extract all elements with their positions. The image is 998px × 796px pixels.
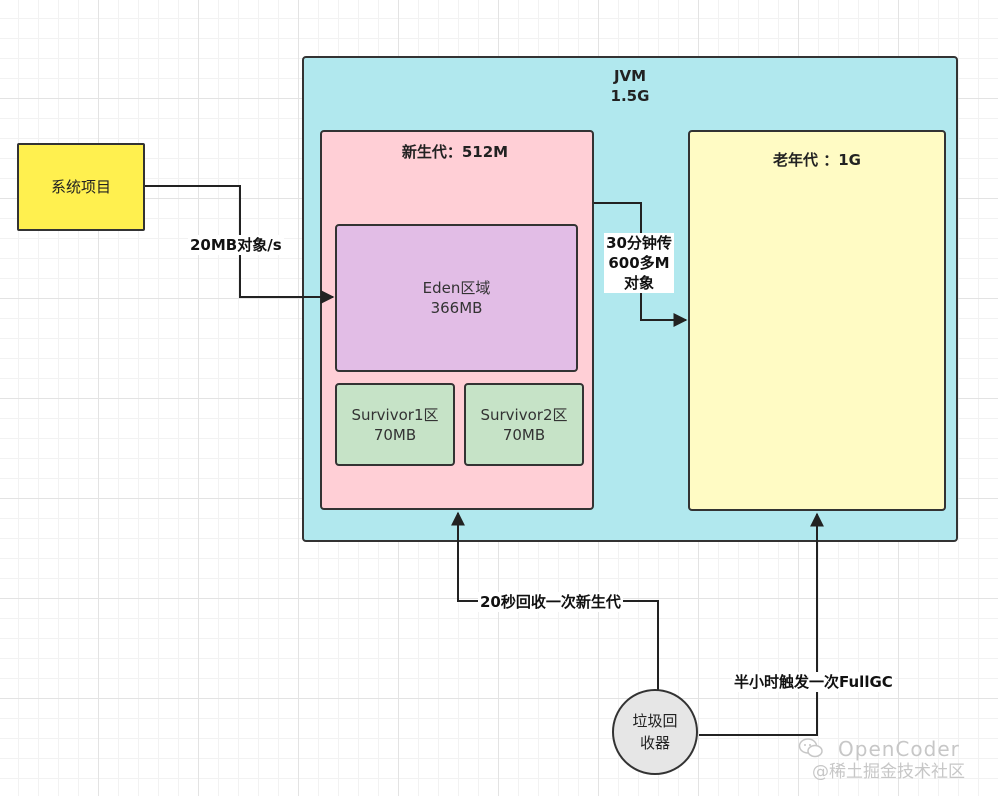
gc-circle[interactable] [612,689,698,775]
survivor1-size: 70MB [373,426,417,444]
young-gen-label: 新生代：512M [401,143,509,161]
alloc-rate-label: 20MB对象/s [188,235,284,255]
eden-size: 366MB [430,299,483,317]
survivor1-name: Survivor1区 [351,406,439,424]
gc-label-line2: 收器 [639,734,670,752]
system-project-box[interactable] [17,143,145,231]
survivor2-box[interactable] [464,383,584,466]
eden-box[interactable] [335,224,578,372]
survivor1-box[interactable] [335,383,455,466]
promotion-label-line2: 600多M [608,254,670,272]
promotion-label: 30分钟传 600多M 对象 [604,233,674,293]
gc-label-line1: 垃圾回 [632,712,678,730]
watermark-site: @稀土掘金技术社区 [812,762,965,782]
eden-name: Eden区域 [422,279,491,297]
old-gen-label: 老年代 ：1G [773,151,861,169]
promotion-label-line1: 30分钟传 [606,234,672,252]
full-gc-arrow [699,512,824,736]
system-project-label: 系统项目 [50,178,111,196]
survivor2-name: Survivor2区 [480,406,568,424]
jvm-size: 1.5G [610,87,650,105]
watermark-brand: OpenCoder [838,737,960,761]
survivor2-size: 70MB [502,426,546,444]
wechat-icon [798,738,823,758]
full-gc-label: 半小时触发一次FullGC [732,672,895,692]
jvm-title: JVM [613,67,647,85]
minor-gc-label: 20秒回收一次新生代 [478,592,623,612]
old-gen-box[interactable] [688,130,946,511]
promotion-label-line3: 对象 [623,274,654,292]
